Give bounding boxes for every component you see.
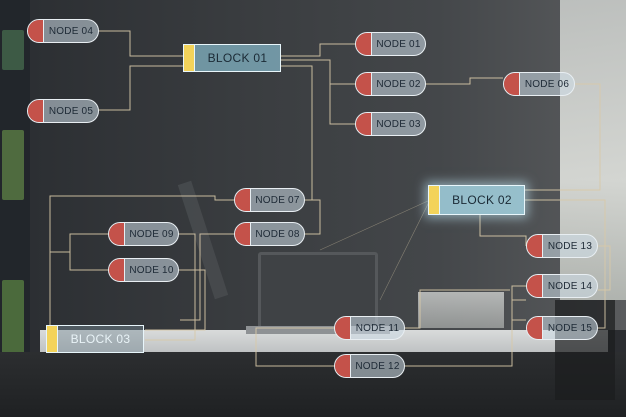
connector-line xyxy=(425,77,503,85)
desk xyxy=(40,330,608,352)
node-cap xyxy=(235,189,251,211)
connector-line xyxy=(305,199,321,235)
node-cap xyxy=(335,317,351,339)
connector-line xyxy=(379,199,431,301)
connector-line xyxy=(405,289,510,329)
connector-line xyxy=(525,199,606,329)
node-cap xyxy=(356,73,372,95)
node-label: NODE 02 xyxy=(376,78,421,90)
node-09[interactable]: NODE 09 xyxy=(108,222,179,246)
connector-line xyxy=(511,285,526,321)
node-label: NODE 06 xyxy=(524,78,570,90)
connector-line xyxy=(525,83,601,191)
node-01[interactable]: NODE 01 xyxy=(355,32,426,56)
block-label: BLOCK 02 xyxy=(452,193,512,207)
connector-line xyxy=(98,30,184,57)
node-14[interactable]: NODE 14 xyxy=(526,274,598,298)
node-11[interactable]: NODE 11 xyxy=(334,316,405,340)
node-label: NODE 12 xyxy=(355,360,400,372)
block-cap xyxy=(429,186,440,214)
connector-line xyxy=(69,233,108,271)
block-cap xyxy=(47,326,58,352)
node-cap xyxy=(235,223,251,245)
book xyxy=(2,130,24,200)
node-cap xyxy=(356,33,372,55)
node-cap xyxy=(504,73,520,95)
connector-line xyxy=(598,245,611,291)
node-label: NODE 13 xyxy=(547,240,593,252)
node-13[interactable]: NODE 13 xyxy=(526,234,598,258)
book xyxy=(2,30,24,70)
node-label: NODE 04 xyxy=(48,25,94,37)
node-08[interactable]: NODE 08 xyxy=(234,222,305,246)
node-cap xyxy=(335,355,351,377)
floor xyxy=(0,352,626,417)
node-label: NODE 01 xyxy=(376,38,421,50)
connector-line xyxy=(319,199,431,251)
block-02[interactable]: BLOCK 02 xyxy=(428,185,525,215)
node-label: NODE 15 xyxy=(547,322,593,334)
connector-line xyxy=(405,299,526,367)
node-04[interactable]: NODE 04 xyxy=(27,19,99,43)
node-label: NODE 08 xyxy=(255,228,300,240)
block-label: BLOCK 03 xyxy=(70,332,131,346)
node-15[interactable]: NODE 15 xyxy=(526,316,598,340)
node-10[interactable]: NODE 10 xyxy=(108,258,179,282)
node-label: NODE 14 xyxy=(547,280,593,292)
node-cap xyxy=(28,100,44,122)
connector-line xyxy=(280,43,355,57)
node-cap xyxy=(356,113,372,135)
connector-line xyxy=(280,65,313,201)
bookshelf xyxy=(0,0,30,417)
node-label: NODE 07 xyxy=(255,194,300,206)
node-cap xyxy=(109,223,125,245)
connector-line xyxy=(255,327,334,367)
node-label: NODE 11 xyxy=(355,322,400,334)
node-label: NODE 09 xyxy=(129,228,174,240)
node-cap xyxy=(527,275,543,297)
connector-line xyxy=(98,65,184,111)
node-cap xyxy=(527,235,543,257)
node-12[interactable]: NODE 12 xyxy=(334,354,405,378)
node-label: NODE 10 xyxy=(129,264,174,276)
connector-line xyxy=(479,214,527,246)
connector-line xyxy=(49,195,234,340)
node-cap xyxy=(28,20,44,42)
connector-line xyxy=(145,269,206,331)
node-05[interactable]: NODE 05 xyxy=(27,99,99,123)
block-01[interactable]: BLOCK 01 xyxy=(183,44,281,72)
block-03[interactable]: BLOCK 03 xyxy=(46,325,144,353)
connector-line xyxy=(145,233,196,341)
node-label: NODE 05 xyxy=(48,105,94,117)
block-label: BLOCK 01 xyxy=(207,51,268,65)
node-label: NODE 03 xyxy=(376,118,421,130)
node-cap xyxy=(527,317,543,339)
block-cap xyxy=(184,45,195,71)
laptop-base xyxy=(246,326,390,334)
connector-line xyxy=(280,59,355,85)
connector-line xyxy=(180,233,234,321)
node-07[interactable]: NODE 07 xyxy=(234,188,305,212)
book xyxy=(2,280,24,370)
book-stack xyxy=(418,292,504,328)
node-06[interactable]: NODE 06 xyxy=(503,72,575,96)
node-02[interactable]: NODE 02 xyxy=(355,72,426,96)
connector-line xyxy=(329,84,355,125)
node-cap xyxy=(109,259,125,281)
node-03[interactable]: NODE 03 xyxy=(355,112,426,136)
